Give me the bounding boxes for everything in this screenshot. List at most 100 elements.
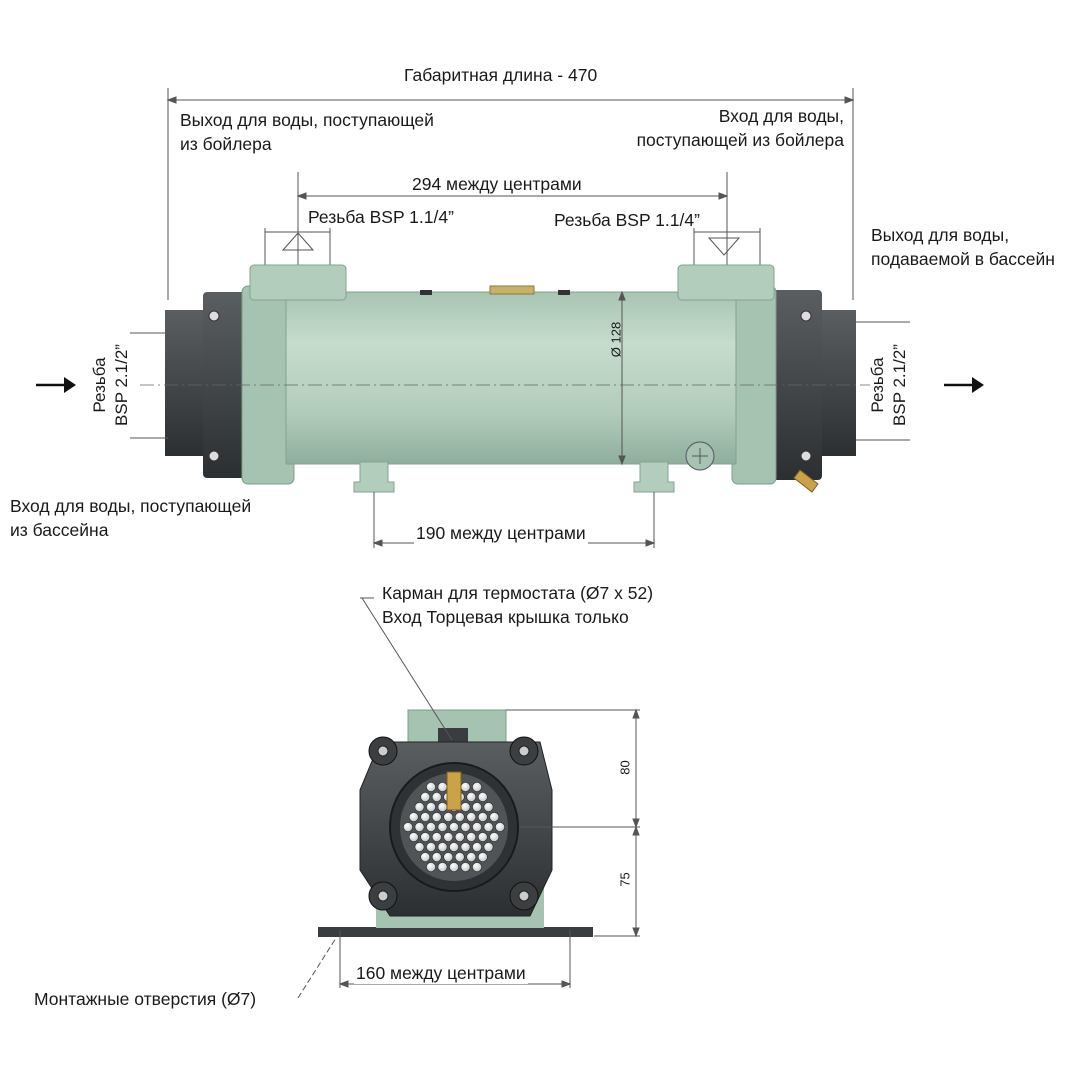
- tube-hole: [460, 842, 471, 852]
- centers-160-dimension: [338, 930, 572, 988]
- thread-markers-top: [264, 228, 761, 268]
- tube-hole: [449, 822, 459, 832]
- tube-hole: [495, 822, 505, 832]
- tube-hole: [431, 792, 442, 802]
- outlet-from-boiler-label: Выход для воды, поступающей из бойлера: [180, 108, 434, 156]
- tube-hole: [466, 812, 477, 822]
- tube-hole: [477, 852, 488, 862]
- tube-hole: [489, 812, 500, 822]
- centers-190-label: 190 между центрами: [414, 523, 588, 544]
- thread-right-label: Резьба BSP 1.1/4”: [554, 210, 700, 230]
- thread-left-side-label: Резьба BSP 2.1/2”: [89, 330, 133, 440]
- mount-holes-label: Монтажные отверстия (Ø7): [34, 989, 257, 1009]
- tube-hole: [466, 852, 477, 862]
- tube-hole: [420, 812, 431, 822]
- dim-80-label: 80: [617, 760, 633, 775]
- heat-exchanger-end-view: [318, 709, 593, 937]
- tube-hole: [443, 852, 454, 862]
- overall-length-dimension: [166, 88, 855, 300]
- outlet-to-pool-line2: подаваемой в бассейн: [871, 249, 1055, 269]
- tube-hole: [454, 852, 465, 862]
- thread-right-side-label: Резьба BSP 2.1/2”: [867, 330, 911, 440]
- tube-hole: [460, 782, 471, 792]
- tube-hole: [426, 842, 436, 852]
- tube-hole: [477, 792, 488, 802]
- tube-hole: [426, 862, 436, 872]
- side-thread-dimensions: [130, 321, 910, 441]
- inlet-from-pool-line1: Вход для воды, поступающей: [10, 496, 252, 516]
- tube-hole: [460, 802, 471, 812]
- tube-hole: [403, 822, 413, 832]
- tube-hole: [472, 802, 482, 812]
- tube-hole: [454, 832, 465, 842]
- thread-right-side-line1: Резьба: [868, 357, 887, 413]
- end-view-vertical-dimensions: [506, 708, 640, 938]
- tube-hole: [460, 822, 471, 832]
- tube-hole: [426, 822, 436, 832]
- heat-exchanger-side-view: [140, 264, 870, 493]
- tube-hole: [437, 862, 448, 872]
- tube-hole: [489, 832, 500, 842]
- tube-hole: [466, 792, 477, 802]
- tube-hole: [414, 802, 425, 812]
- outlet-to-pool-label: Выход для воды, подаваемой в бассейн: [871, 223, 1055, 271]
- tube-hole: [454, 812, 465, 822]
- tube-hole: [414, 822, 425, 832]
- thread-left-label: Резьба BSP 1.1/4”: [308, 207, 454, 227]
- mount-holes-leader: [297, 937, 337, 999]
- tube-hole: [483, 802, 494, 812]
- inlet-from-pool-line2: из бассейна: [10, 520, 109, 540]
- centers-160-label: 160 между центрами: [354, 963, 528, 984]
- tube-hole: [426, 802, 436, 812]
- tube-hole: [472, 782, 482, 792]
- tube-hole: [431, 852, 442, 862]
- diameter-label: Ø 128: [608, 321, 624, 358]
- inlet-from-boiler-line1: Вход для воды,: [718, 106, 844, 126]
- tube-hole: [408, 812, 419, 822]
- tube-hole: [426, 782, 436, 792]
- tube-hole: [437, 802, 448, 812]
- tube-hole: [472, 822, 482, 832]
- tube-hole: [408, 832, 419, 842]
- tube-hole: [437, 842, 448, 852]
- thread-left-side-line1: Резьба: [90, 357, 109, 413]
- flow-arrows: [36, 377, 984, 393]
- tube-hole: [443, 832, 454, 842]
- outlet-to-pool-line1: Выход для воды,: [871, 225, 1010, 245]
- tube-hole: [449, 842, 459, 852]
- tube-hole: [420, 832, 431, 842]
- pocket-line2: Вход Торцевая крышка только: [382, 607, 629, 627]
- centers-294-label: 294 между центрами: [410, 174, 584, 195]
- tube-hole: [414, 842, 425, 852]
- outlet-from-boiler-line1: Выход для воды, поступающей: [180, 110, 434, 130]
- tube-hole: [472, 842, 482, 852]
- inlet-from-boiler-label: Вход для воды, поступающей из бойлера: [637, 104, 844, 152]
- thread-right-side-line2: BSP 2.1/2”: [890, 344, 909, 426]
- tube-hole: [477, 832, 488, 842]
- overall-length-label: Габаритная длина - 470: [404, 65, 598, 85]
- outlet-from-boiler-line2: из бойлера: [180, 134, 272, 154]
- tube-hole: [437, 782, 448, 792]
- centers-294-dimension: [296, 172, 729, 290]
- tube-hole: [443, 812, 454, 822]
- diameter-128-dimension: [618, 290, 626, 466]
- tube-hole: [472, 862, 482, 872]
- inlet-from-pool-label: Вход для воды, поступающей из бассейна: [10, 494, 251, 542]
- tube-hole: [466, 832, 477, 842]
- tube-hole: [420, 792, 431, 802]
- tube-hole: [431, 832, 442, 842]
- tube-hole: [437, 822, 448, 832]
- tube-hole: [483, 822, 494, 832]
- tube-hole: [460, 862, 471, 872]
- tube-hole: [483, 842, 494, 852]
- tube-hole: [477, 812, 488, 822]
- dim-75-label: 75: [617, 872, 633, 887]
- tube-holes: [403, 782, 505, 872]
- tube-hole: [449, 862, 459, 872]
- pocket-label: Карман для термостата (Ø7 x 52) Вход Тор…: [382, 581, 653, 629]
- tube-hole: [431, 812, 442, 822]
- thread-left-side-line2: BSP 2.1/2”: [112, 344, 131, 426]
- inlet-from-boiler-line2: поступающей из бойлера: [636, 130, 844, 150]
- pocket-leader-line: [360, 597, 453, 741]
